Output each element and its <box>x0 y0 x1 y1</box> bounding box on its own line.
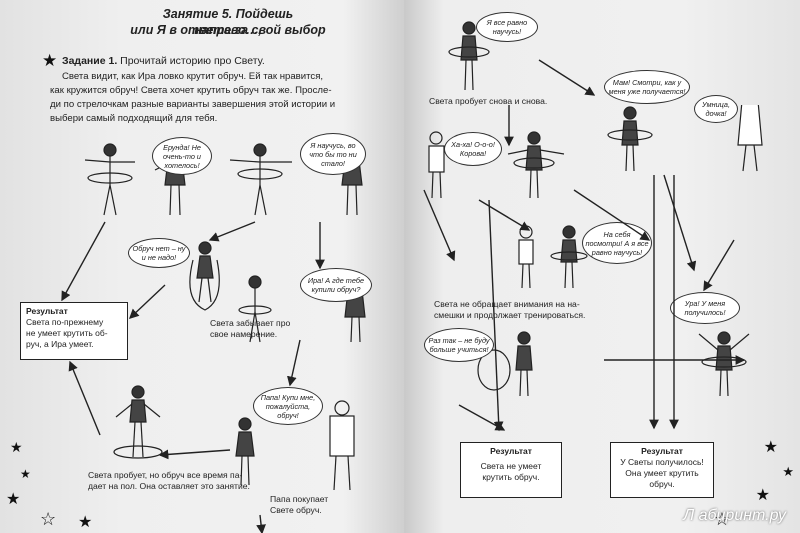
result-box-success: Результат У Светы получилось! Она умеет … <box>610 442 714 498</box>
result-heading: Результат <box>641 446 683 456</box>
caption-ne-obrashaet-2: смешки и продолжает тренироваться. <box>434 310 586 320</box>
decor-star-icon: ☆ <box>713 509 730 529</box>
task-label: Задание 1. <box>62 55 118 67</box>
right-page: Я все равно научусь! Света пробует снова… <box>404 0 800 533</box>
decor-star-icon: ★ <box>782 464 794 479</box>
result-box-fail: Результат Света не умеет крутить обруч. <box>460 442 562 498</box>
boy-and-girl-illustration <box>518 225 588 289</box>
caption-probuet-1: Света пробует, но обруч все время па- <box>88 470 243 480</box>
result-line-1: У Светы получилось! <box>620 457 704 467</box>
bubble-ura: Ура! У меня получилось! <box>670 292 740 324</box>
lesson-title-line2: или Я в ответе за свой выбор <box>130 23 326 37</box>
bubble-vse-ravno: Я все равно научусь! <box>476 12 538 42</box>
girl-success-illustration <box>698 331 750 397</box>
bubble-raz-tak: Раз так – не буду больше учиться! <box>424 328 494 362</box>
story-line-2: как кружится обруч! Света хочет крутить … <box>50 85 332 96</box>
caption-zabyvaet-1: Света забывает про <box>210 318 291 328</box>
bubble-obruch-net: Обруч нет – ну и не надо! <box>128 238 190 268</box>
result-box-left: Результат Света по-прежнему не умеет кру… <box>20 302 128 360</box>
caption-ne-obrashaet-1: Света не обращает внимания на на- <box>434 299 580 309</box>
caption-zabyvaet-2: свое намерение. <box>210 329 278 339</box>
story-line-1: Света видит, как Ира ловко крутит обруч.… <box>62 71 324 82</box>
result-line-1: Света не умеет <box>480 461 542 471</box>
task-star-icon: ★ <box>42 51 58 70</box>
bubble-nauchus: Я научусь, во что бы то ни стало! <box>300 133 366 175</box>
story-line-4: выбери самый подходящий для тебя. <box>50 113 218 124</box>
result-line-2: крутить обруч. <box>482 472 540 482</box>
result-line-1: Света по-прежнему <box>26 317 104 327</box>
left-page: Занятие 5. Пойдешь направо…, или Я в отв… <box>0 0 404 533</box>
result-line-3: руч, а Ира умеет. <box>26 339 94 349</box>
result-heading: Результат <box>26 306 68 316</box>
caption-papa-1: Папа покупает <box>270 494 329 504</box>
task-heading: Задание 1. Прочитай историю про Свету. <box>62 55 265 67</box>
result-heading: Результат <box>490 446 532 456</box>
story-line-3: ди по стрелочкам разные варианты заверше… <box>50 99 336 110</box>
boy-laughing-illustration <box>428 131 565 199</box>
bubble-ira-gde: Ира! А где тебе купили обруч? <box>300 268 372 302</box>
girl-dropping-hoop-illustration <box>477 331 533 397</box>
decor-star-icon: ★ <box>6 491 21 508</box>
result-line-2: не умеет крутить об- <box>26 328 108 338</box>
bubble-papa: Папа! Купи мне, пожалуйста, обруч! <box>253 387 323 425</box>
bubble-mam: Мам! Смотри, как у меня уже получается! <box>604 70 690 104</box>
bubble-na-sebya: На себя посмотри! А я все равно научусь! <box>582 222 652 264</box>
caption-snova: Света пробует снова и снова. <box>429 96 548 106</box>
decor-star-icon: ★ <box>755 487 770 504</box>
girl-and-mother-illustration <box>607 105 763 172</box>
lesson-title-line1: Занятие 5. Пойдешь направо…, <box>162 7 294 37</box>
girl-jumprope-illustration <box>189 241 220 311</box>
girl-hoop-top-illustration <box>448 21 490 91</box>
result-line-3: обруч. <box>649 479 675 489</box>
decor-star-icon: ★ <box>20 467 31 481</box>
caption-papa-2: Свете обруч. <box>270 505 322 515</box>
decor-star-icon: ★ <box>78 514 93 531</box>
bubble-erunda: Ерунда! Не очень-то и хотелось! <box>152 137 212 175</box>
bubble-haha: Ха-ха! О-о-о! Корова! <box>444 132 502 166</box>
right-flow-arrows <box>423 59 746 432</box>
task-text: Прочитай историю про Свету. <box>120 55 265 67</box>
decor-star-icon: ☆ <box>40 509 57 529</box>
watermark-logo: Л абиринт.ру <box>683 507 786 524</box>
bubble-umnica: Умница, дочка! <box>694 95 738 123</box>
decor-star-icon: ★ <box>763 439 778 456</box>
left-flow-arrows <box>61 221 325 533</box>
decor-star-icon: ★ <box>10 439 23 455</box>
result-line-2: Она умеет крутить <box>625 468 699 478</box>
girl-and-father-illustration <box>235 400 355 491</box>
caption-probuet-2: дает на пол. Она оставляет это занятие. <box>88 481 250 491</box>
